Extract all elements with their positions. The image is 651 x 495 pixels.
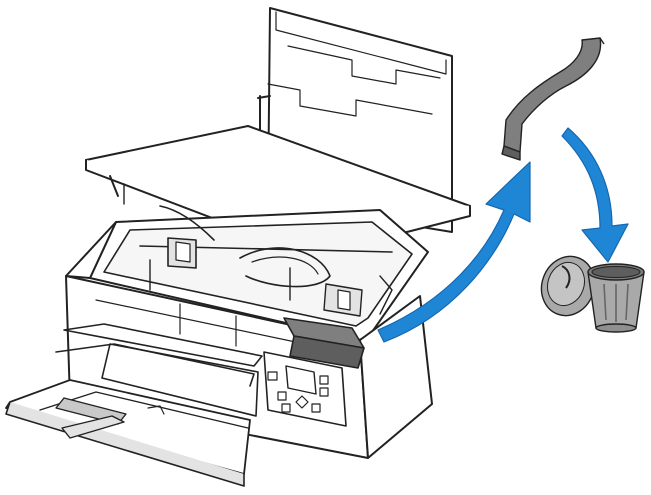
control-panel [263,351,347,427]
output-tray [5,323,263,487]
curved-arrow-icon [377,161,531,343]
curved-arrow-icon [561,127,629,263]
trash-can-icon [540,255,645,333]
printer-icon [5,7,471,487]
tape-strip-icon [501,37,605,161]
tape-on-printer [283,317,365,369]
